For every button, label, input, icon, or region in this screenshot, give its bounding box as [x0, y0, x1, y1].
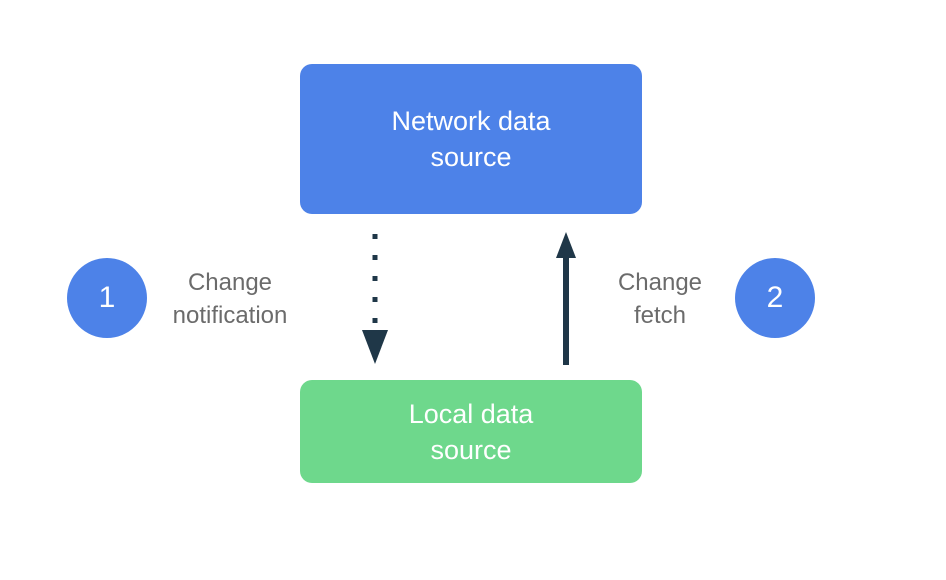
step-2-number: 2 [766, 281, 784, 314]
step-1-badge: 1 [67, 258, 147, 338]
network-data-source-label: Network data source [391, 106, 551, 172]
local-data-source-box: Local data source [300, 380, 642, 483]
step-1-number: 1 [98, 281, 116, 314]
change-fetch-label: Change fetch [617, 269, 703, 329]
local-data-source-label: Local data source [408, 398, 534, 465]
change-notification-label: Change notification [172, 269, 288, 329]
network-data-source-box: Network data source [300, 64, 642, 214]
change-notification-arrow [362, 234, 388, 364]
step-2-badge: 2 [735, 258, 815, 338]
